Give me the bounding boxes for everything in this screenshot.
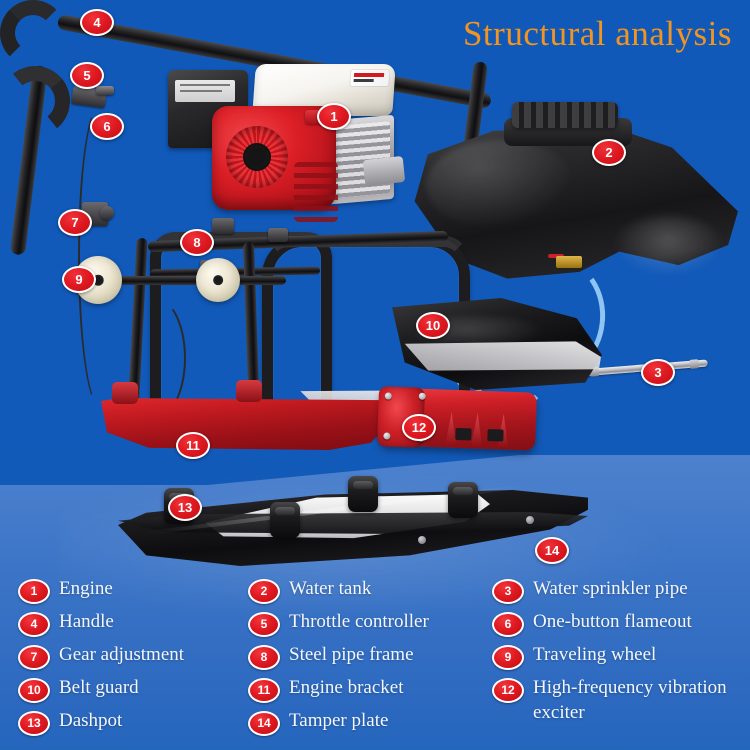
- legend-label-1: Engine: [59, 578, 113, 599]
- legend-badge-6: 6: [492, 612, 524, 637]
- legend-label-9: Traveling wheel: [533, 644, 657, 665]
- callout-badge-2[interactable]: 2: [592, 139, 626, 166]
- engine-spec-plate: [175, 80, 235, 102]
- frame-axle: [96, 276, 286, 285]
- legend-item-14[interactable]: 14 Tamper plate: [248, 708, 486, 739]
- bracket-mount-right: [236, 380, 262, 402]
- starter-vents: [294, 162, 338, 222]
- engine-bracket: [101, 398, 395, 450]
- callout-badge-1[interactable]: 1: [317, 103, 351, 130]
- callout-badge-12[interactable]: 12: [402, 414, 436, 441]
- legend-label-13: Dashpot: [59, 710, 123, 731]
- legend: 1 Engine 4 Handle 7 Gear adjustment 10 B…: [0, 576, 750, 750]
- legend-badge-4: 4: [18, 612, 50, 637]
- legend-label-11: Engine bracket: [289, 677, 404, 698]
- callout-badge-10[interactable]: 10: [416, 312, 450, 339]
- tank-highlight-right: [613, 216, 723, 276]
- legend-label-3: Water sprinkler pipe: [533, 578, 688, 599]
- legend-label-10: Belt guard: [59, 677, 139, 698]
- callout-badge-8[interactable]: 8: [180, 229, 214, 256]
- throttle-cable: [78, 104, 122, 408]
- machine-illustration: [0, 0, 738, 570]
- legend-label-14: Tamper plate: [289, 710, 389, 731]
- muffler: [362, 155, 406, 187]
- legend-label-12: High-frequency vibration exciter: [533, 677, 727, 723]
- throttle-lever: [96, 86, 114, 95]
- tank-brass-valve: [556, 256, 582, 268]
- legend-item-6[interactable]: 6 One-button flameout: [492, 609, 742, 640]
- legend-label-8: Steel pipe frame: [289, 644, 414, 665]
- water-tank-cap: [512, 102, 618, 128]
- legend-item-2[interactable]: 2 Water tank: [248, 576, 486, 607]
- sprinkler-nozzle-right: [689, 359, 700, 369]
- legend-column-3: 3 Water sprinkler pipe 6 One-button flam…: [492, 576, 742, 727]
- legend-badge-13: 13: [18, 711, 50, 736]
- legend-item-7[interactable]: 7 Gear adjustment: [18, 642, 246, 673]
- legend-item-1[interactable]: 1 Engine: [18, 576, 246, 607]
- exciter-port-1: [455, 427, 472, 441]
- legend-column-2: 2 Water tank 5 Throttle controller 8 Ste…: [248, 576, 486, 741]
- tamper-plate-bolt-right: [526, 516, 534, 524]
- frame-clamp-b: [212, 218, 234, 234]
- callout-badge-13[interactable]: 13: [168, 494, 202, 521]
- tamper-plate-assembly: [118, 476, 588, 570]
- bracket-mount-left: [112, 382, 138, 404]
- frame-clamp-c: [268, 228, 288, 242]
- dashpot-mount-front-left: [270, 502, 300, 538]
- dashpot-mount-front-right: [448, 482, 478, 518]
- legend-badge-8: 8: [248, 645, 280, 670]
- legend-badge-14: 14: [248, 711, 280, 736]
- traveling-wheel-right: [196, 258, 240, 302]
- engine-assembly: [168, 62, 406, 222]
- callout-badge-5[interactable]: 5: [70, 62, 104, 89]
- fuel-tank-label: [350, 70, 390, 86]
- legend-item-12[interactable]: 12 High-frequency vibration exciter: [492, 675, 742, 725]
- legend-badge-11: 11: [248, 678, 280, 703]
- legend-badge-5: 5: [248, 612, 280, 637]
- legend-badge-12: 12: [492, 678, 524, 703]
- legend-label-4: Handle: [59, 611, 114, 632]
- traveling-wheel-left: [74, 256, 122, 304]
- legend-label-5: Throttle controller: [289, 611, 429, 632]
- page-title: Structural analysis: [462, 14, 732, 53]
- handle-left-elbow: [0, 0, 66, 66]
- legend-badge-7: 7: [18, 645, 50, 670]
- legend-badge-2: 2: [248, 579, 280, 604]
- legend-item-3[interactable]: 3 Water sprinkler pipe: [492, 576, 742, 607]
- legend-badge-3: 3: [492, 579, 524, 604]
- legend-column-1: 1 Engine 4 Handle 7 Gear adjustment 10 B…: [18, 576, 246, 741]
- callout-badge-14[interactable]: 14: [535, 537, 569, 564]
- legend-badge-1: 1: [18, 579, 50, 604]
- legend-item-8[interactable]: 8 Steel pipe frame: [248, 642, 486, 673]
- callout-badge-9[interactable]: 9: [62, 266, 96, 293]
- dashpot-mount-rear-right: [348, 476, 378, 512]
- legend-item-9[interactable]: 9 Traveling wheel: [492, 642, 742, 673]
- callout-badge-4[interactable]: 4: [80, 9, 114, 36]
- legend-label-2: Water tank: [289, 578, 372, 599]
- legend-item-5[interactable]: 5 Throttle controller: [248, 609, 486, 640]
- handle-right-elbow: [0, 62, 74, 140]
- legend-item-10[interactable]: 10 Belt guard: [18, 675, 246, 706]
- callout-badge-6[interactable]: 6: [90, 113, 124, 140]
- exciter-port-2: [487, 429, 504, 442]
- legend-item-4[interactable]: 4 Handle: [18, 609, 246, 640]
- callout-badge-11[interactable]: 11: [176, 432, 210, 459]
- legend-badge-9: 9: [492, 645, 524, 670]
- high-frequency-vibration-exciter: [377, 386, 537, 451]
- legend-label-7: Gear adjustment: [59, 644, 185, 665]
- callout-badge-7[interactable]: 7: [58, 209, 92, 236]
- legend-badge-10: 10: [18, 678, 50, 703]
- callout-badge-3[interactable]: 3: [641, 359, 675, 386]
- legend-label-6: One-button flameout: [533, 611, 692, 632]
- exciter-rib-2: [471, 412, 483, 446]
- exciter-bolt-tr: [418, 392, 426, 400]
- tank-highlight-left: [426, 140, 576, 230]
- tamper-plate-bolt-left: [418, 536, 426, 544]
- legend-item-11[interactable]: 11 Engine bracket: [248, 675, 486, 706]
- legend-item-13[interactable]: 13 Dashpot: [18, 708, 246, 739]
